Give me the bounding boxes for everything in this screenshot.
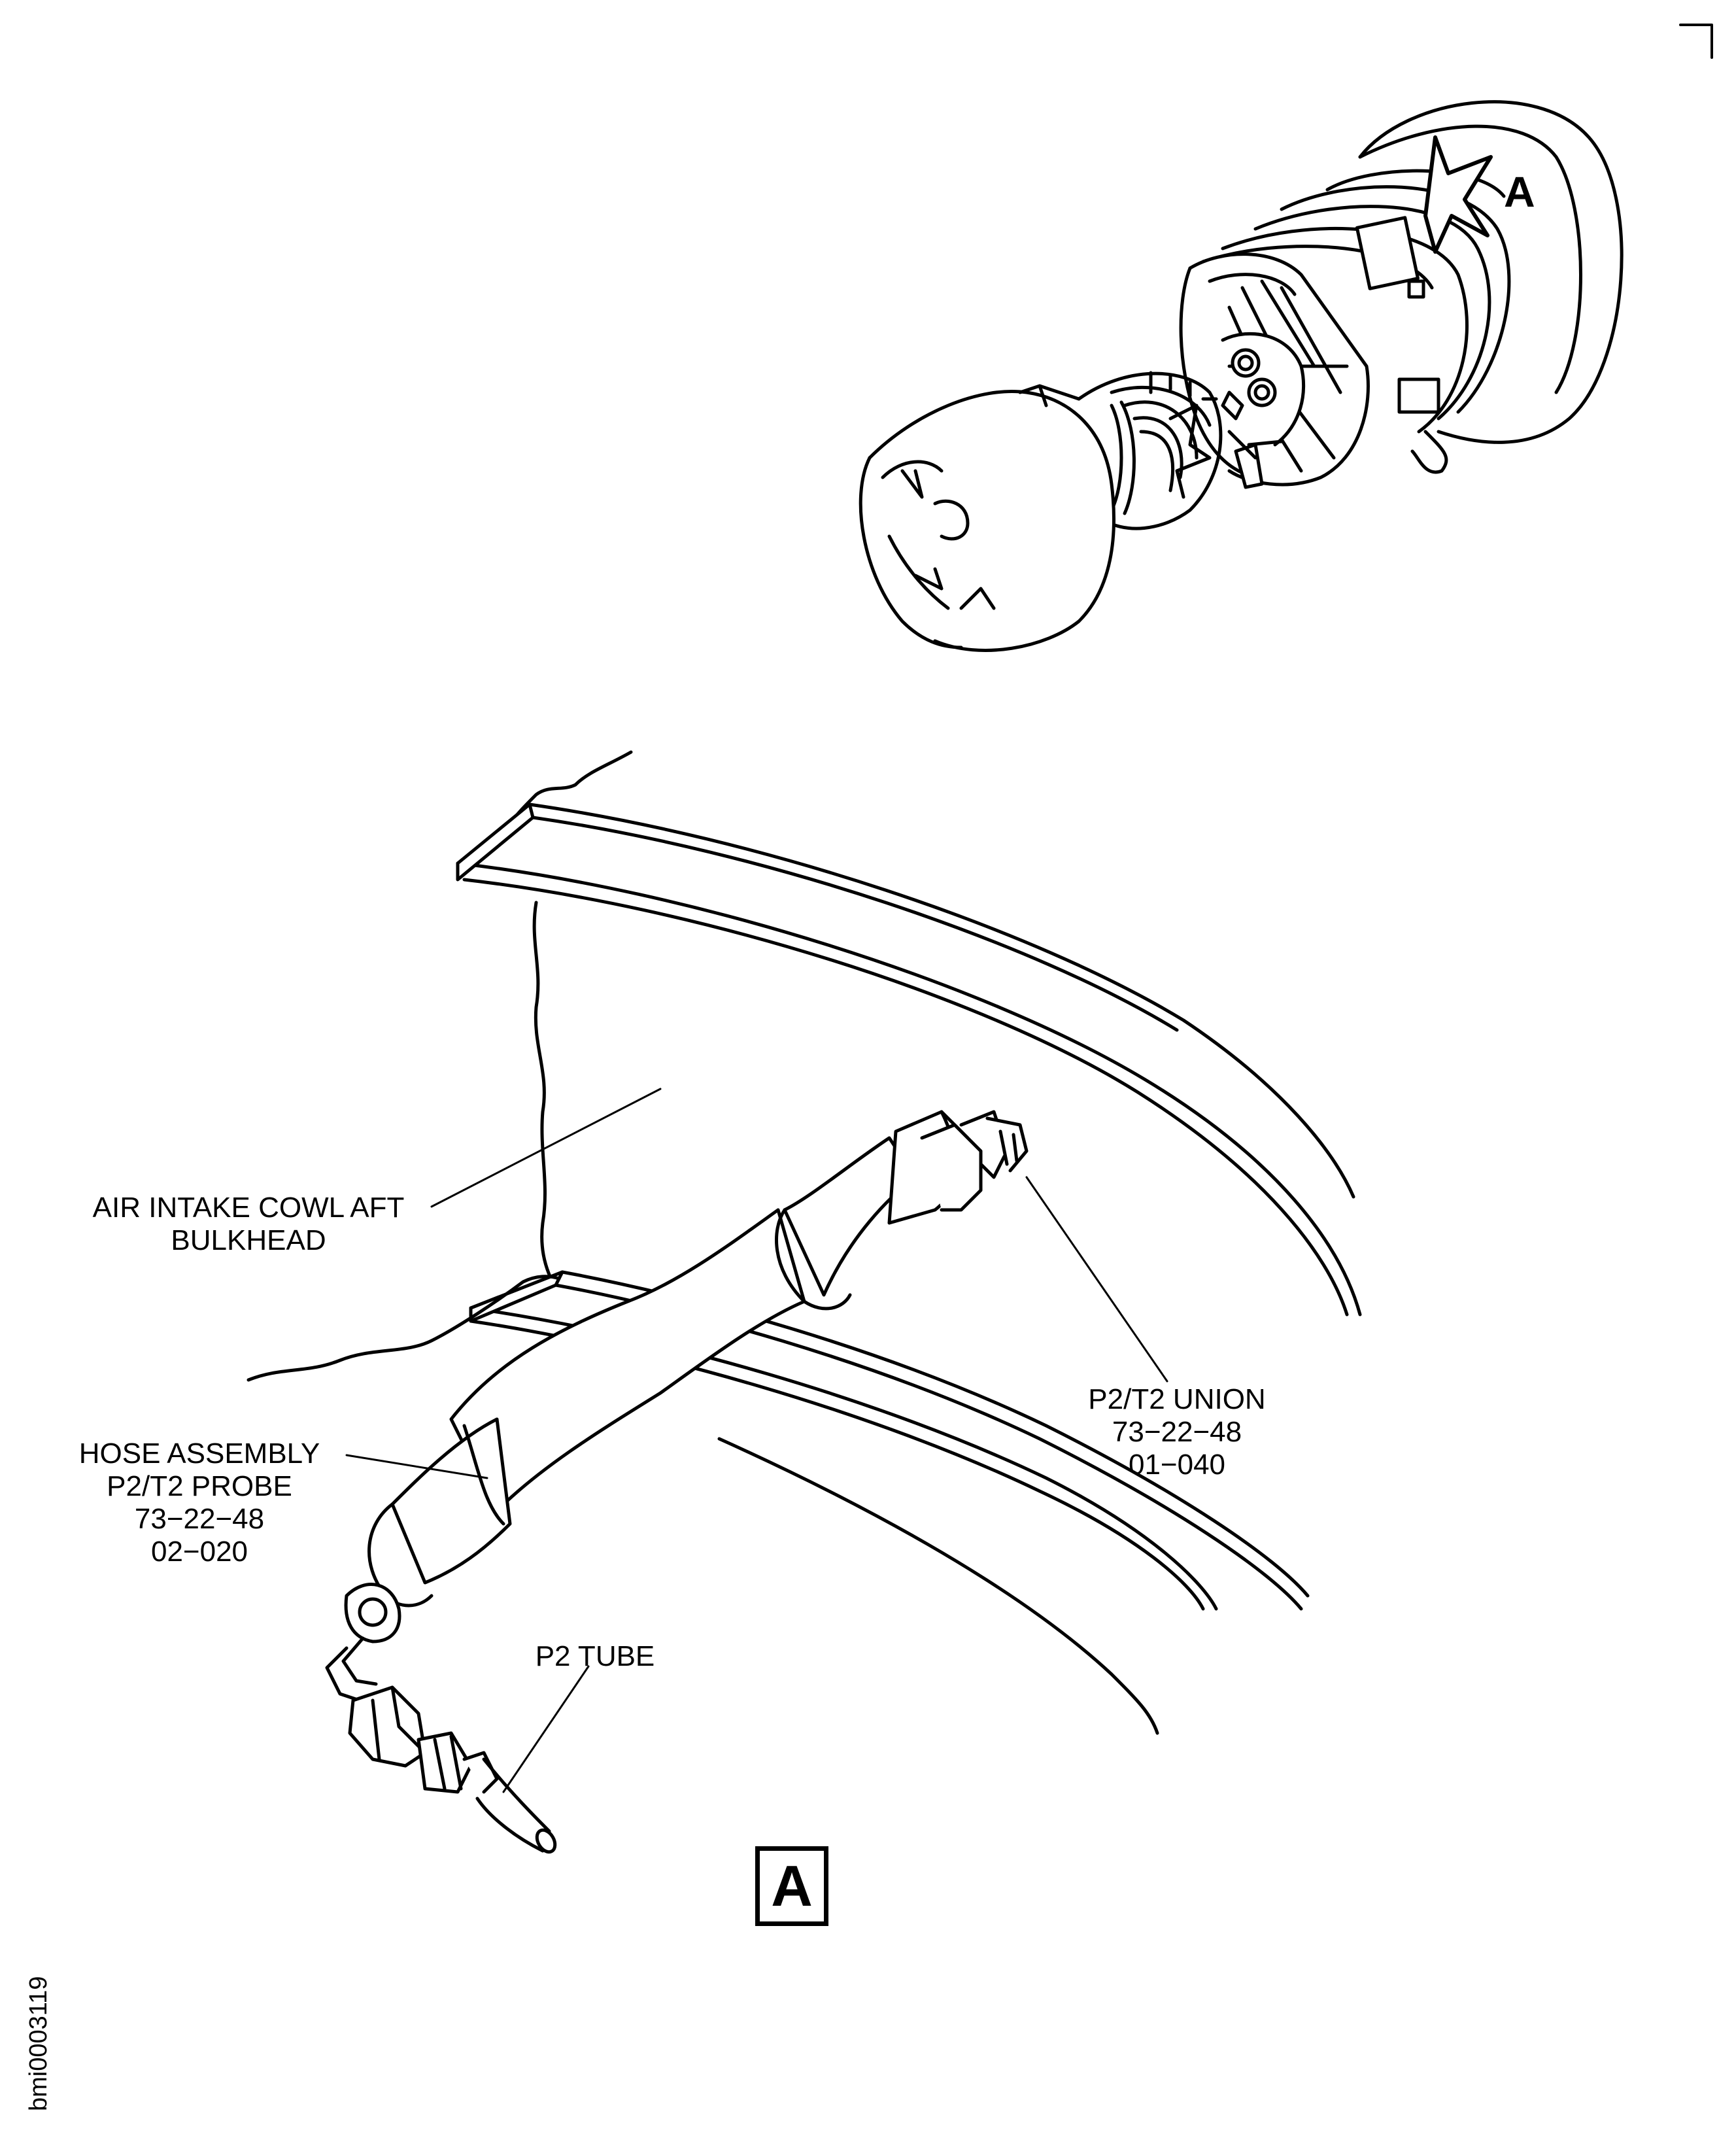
leader-lines [345,1088,1168,1793]
label-tube-line-1: P2 TUBE [535,1640,655,1672]
label-hose-assembly: HOSE ASSEMBLY P2/T2 PROBE 73−22−48 02−02… [52,1437,347,1568]
hose-body [449,1208,806,1513]
label-hose-line-2: P2/T2 PROBE [107,1470,292,1502]
leader-union [1025,1176,1168,1383]
view-a-arrow [1423,135,1493,254]
label-union-line-2: 73−22−48 [1112,1416,1242,1448]
leader-hose [345,1454,488,1479]
corner-crop-mark [1679,24,1713,59]
engine-overview [859,100,1624,652]
label-air-intake-cowl-aft-bulkhead: AIR INTAKE COWL AFT BULKHEAD [65,1192,432,1257]
label-union-line-1: P2/T2 UNION [1088,1383,1266,1415]
label-cowl-line-1: AIR INTAKE COWL AFT [92,1192,405,1224]
label-union-line-3: 01−040 [1128,1449,1226,1481]
leader-tube [502,1665,590,1793]
label-hose-line-3: 73−22−48 [134,1503,265,1535]
leader-cowl [430,1088,662,1208]
label-hose-line-4: 02−020 [150,1536,248,1568]
label-cowl-line-2: BULKHEAD [171,1224,326,1256]
label-hose-line-1: HOSE ASSEMBLY [78,1437,320,1470]
view-a-box: A [755,1846,828,1926]
view-a-callout-letter: A [1504,167,1535,216]
figure-id: bmi0003119 [25,1976,52,2111]
detail-view-a [247,750,1362,1854]
label-p2-t2-union: P2/T2 UNION 73−22−48 01−040 [1072,1383,1282,1481]
label-p2-tube: P2 TUBE [507,1640,683,1673]
